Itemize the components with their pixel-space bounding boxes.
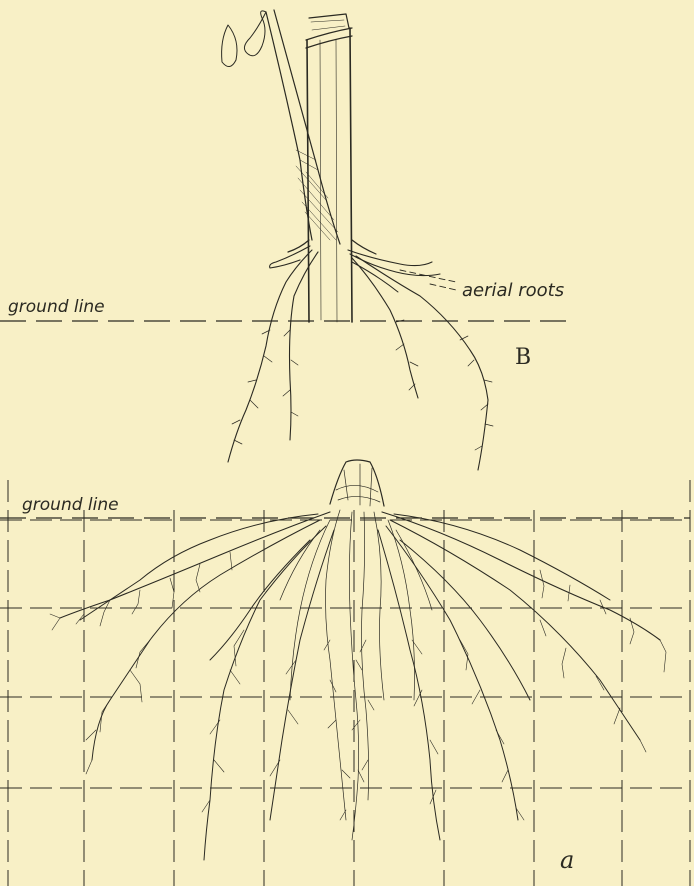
lateral-root-left [60, 512, 330, 618]
ground-line-bottom: ground line [0, 495, 690, 518]
aerial-root [348, 250, 432, 266]
leaf-tip [244, 11, 266, 56]
figure-b-label: B [515, 345, 531, 370]
stem-node [306, 14, 352, 48]
aerial-roots-leader [400, 270, 456, 290]
aerial-roots-label: aerial roots [462, 280, 564, 301]
stem-stalk [307, 28, 352, 322]
ground-line-bottom-label: ground line [22, 495, 119, 515]
figure-a-label: a [560, 846, 574, 874]
leaf-sheath [266, 10, 340, 244]
grid [0, 480, 690, 886]
aerial-root [352, 258, 418, 398]
root-crown [330, 460, 384, 506]
ground-line-top-label: ground line [8, 297, 105, 317]
lateral-root-right [382, 512, 660, 640]
aerial-root [270, 246, 310, 268]
aerial-root [228, 250, 312, 462]
figure-b-corn-stem [222, 10, 493, 470]
